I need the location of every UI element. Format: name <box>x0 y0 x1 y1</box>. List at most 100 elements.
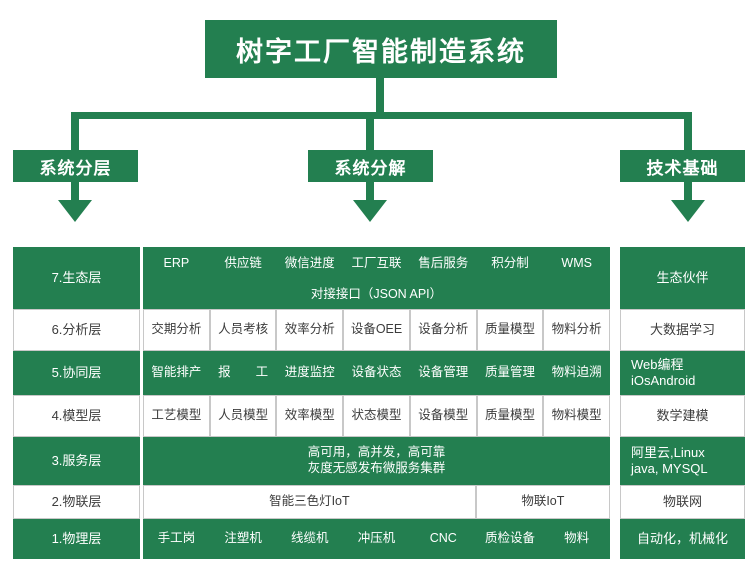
cell-text: 设备管理 <box>418 365 469 380</box>
matrix-cell-json-api: 对接接口（JSON API） <box>143 281 610 309</box>
category-box-system-decomposition: 系统分解 <box>308 150 433 182</box>
matrix-cell: 工厂互联 <box>343 247 410 281</box>
matrix-row-4: 工艺模型 人员模型 效率模型 状态模型 设备模型 质量模型 物料模型 <box>143 395 611 437</box>
matrix-cell: 质量管理 <box>476 351 544 395</box>
category-label-2: 技术基础 <box>646 158 719 178</box>
matrix-cell: 工艺模型 <box>143 395 210 437</box>
cell-text: 设备分析 <box>418 322 469 337</box>
matrix-cell: 设备管理 <box>409 351 477 395</box>
cell-text: 对接接口（JSON API） <box>310 287 443 302</box>
matrix-row-6: 交期分析 人员考核 效率分析 设备OEE 设备分析 质量模型 物料分析 <box>143 309 611 351</box>
basis-label-2: 物联网 <box>662 493 702 509</box>
layer-label-2: 2.物联层 <box>51 493 102 509</box>
matrix-cell: 人员模型 <box>209 395 277 437</box>
matrix-cell: 手工岗 <box>143 519 210 559</box>
capability-matrix: ERP 供应链 微信进度 工厂互联 售后服务 积分制 WMS 对接接口（JSON… <box>143 247 611 559</box>
cell-text: 物料 <box>564 531 590 546</box>
matrix-cell: 智能排产 <box>143 351 210 395</box>
matrix-row-2: 智能三色灯IoT 物联IoT <box>143 485 610 519</box>
basis-label-5: Web编程 iOsAndroid <box>631 356 696 388</box>
matrix-cell: 质检设备 <box>476 519 544 559</box>
layer-cell-2: 2.物联层 <box>13 485 140 519</box>
layer-cell-7: 7.生态层 <box>13 247 140 309</box>
matrix-cell: CNC <box>409 519 477 559</box>
basis-cell-3: 阿里云,Linux java, MYSQL <box>620 437 745 485</box>
matrix-cell: 效率模型 <box>276 395 344 437</box>
cell-text: 积分制 <box>491 256 529 271</box>
layer-cell-4: 4.模型层 <box>13 395 140 437</box>
matrix-cell: 物料迫溯 <box>543 351 611 395</box>
cell-text: 智能三色灯IoT <box>269 494 350 509</box>
cell-text: 高可用，高并发，高可靠 灰度无感发布微服务集群 <box>307 445 446 475</box>
basis-cell-1: 自动化，机械化 <box>620 519 745 559</box>
technical-basis-column: 生态伙伴 大数据学习 Web编程 iOsAndroid 数学建模 阿里云,Lin… <box>620 247 745 559</box>
cell-text: CNC <box>429 531 457 546</box>
cell-text: 智能排产 <box>151 365 202 380</box>
layer-label-7: 7.生态层 <box>51 269 102 285</box>
matrix-cell: 人员考核 <box>209 309 277 351</box>
category-box-system-layering: 系统分层 <box>13 150 138 182</box>
layer-label-3: 3.服务层 <box>51 452 102 468</box>
matrix-cell: 质量模型 <box>476 395 544 437</box>
basis-cell-2: 物联网 <box>620 485 745 519</box>
cell-text: 效率模型 <box>284 408 335 423</box>
matrix-cell: 物料分析 <box>543 309 611 351</box>
matrix-cell: 积分制 <box>476 247 544 281</box>
matrix-cell-iot-tricolor: 智能三色灯IoT <box>143 485 476 519</box>
arrow-head-right <box>671 200 705 222</box>
cell-text: 设备OEE <box>350 322 403 337</box>
matrix-cell: 冲压机 <box>343 519 410 559</box>
layer-cell-5: 5.协同层 <box>13 351 140 395</box>
matrix-cell: 进度监控 <box>276 351 344 395</box>
cell-text: 人员模型 <box>218 408 269 423</box>
cell-text: WMS <box>561 256 592 271</box>
cell-text: 报 工 <box>218 365 269 380</box>
cell-text: 质检设备 <box>484 531 535 546</box>
layer-label-4: 4.模型层 <box>51 407 102 423</box>
matrix-cell: WMS <box>543 247 611 281</box>
matrix-cell: 供应链 <box>209 247 277 281</box>
matrix-cell: 质量模型 <box>476 309 544 351</box>
matrix-cell: 微信进度 <box>276 247 344 281</box>
cell-text: 物料模型 <box>551 408 602 423</box>
cell-text: 供应链 <box>224 256 262 271</box>
cell-text: 售后服务 <box>418 256 469 271</box>
matrix-row-7: ERP 供应链 微信进度 工厂互联 售后服务 积分制 WMS 对接接口（JSON… <box>143 247 611 309</box>
matrix-cell: 设备状态 <box>343 351 410 395</box>
basis-cell-5: Web编程 iOsAndroid <box>620 351 745 395</box>
cell-text: 物料分析 <box>551 322 602 337</box>
matrix-cell: 线缆机 <box>276 519 344 559</box>
cell-text: 状态模型 <box>351 408 402 423</box>
matrix-row-3: 高可用，高并发，高可靠 灰度无感发布微服务集群 <box>143 437 610 485</box>
matrix-cell: 注塑机 <box>209 519 277 559</box>
matrix-cell: 状态模型 <box>343 395 410 437</box>
matrix-row-7-top: ERP 供应链 微信进度 工厂互联 售后服务 积分制 WMS <box>143 247 611 281</box>
basis-label-4: 数学建模 <box>656 407 709 423</box>
matrix-cell: 售后服务 <box>409 247 477 281</box>
cell-text: 人员考核 <box>218 322 269 337</box>
cell-text: 进度监控 <box>284 365 335 380</box>
matrix-cell: ERP <box>143 247 210 281</box>
page-title: 树字工厂智能制造系统 <box>236 36 526 67</box>
matrix-cell: 物料 <box>543 519 611 559</box>
matrix-cell-service: 高可用，高并发，高可靠 灰度无感发布微服务集群 <box>143 437 610 485</box>
arrow-head-left <box>58 200 92 222</box>
basis-cell-4: 数学建模 <box>620 395 745 437</box>
cell-text: 质量模型 <box>484 322 535 337</box>
basis-label-1: 自动化，机械化 <box>636 530 728 546</box>
matrix-cell: 设备OEE <box>343 309 410 351</box>
layer-cell-1: 1.物理层 <box>13 519 140 559</box>
matrix-cell: 设备模型 <box>409 395 477 437</box>
cell-text: 冲压机 <box>357 531 396 546</box>
cell-text: 手工岗 <box>157 531 196 546</box>
matrix-row-1: 手工岗 注塑机 线缆机 冲压机 CNC 质检设备 物料 <box>143 519 611 559</box>
matrix-row-7-bottom: 对接接口（JSON API） <box>143 281 610 309</box>
matrix-cell: 物料模型 <box>543 395 611 437</box>
cell-text: 质量模型 <box>484 408 535 423</box>
matrix-cell: 报 工 <box>209 351 277 395</box>
category-box-technical-foundation: 技术基础 <box>620 150 745 182</box>
layer-column: 7.生态层 6.分析层 5.协同层 4.模型层 3.服务层 2.物联层 1.物理… <box>13 247 140 559</box>
cell-text: 工艺模型 <box>151 408 202 423</box>
connector-horizontal-bus <box>71 112 692 119</box>
matrix-cell-iot-generic: 物联IoT <box>475 485 610 519</box>
